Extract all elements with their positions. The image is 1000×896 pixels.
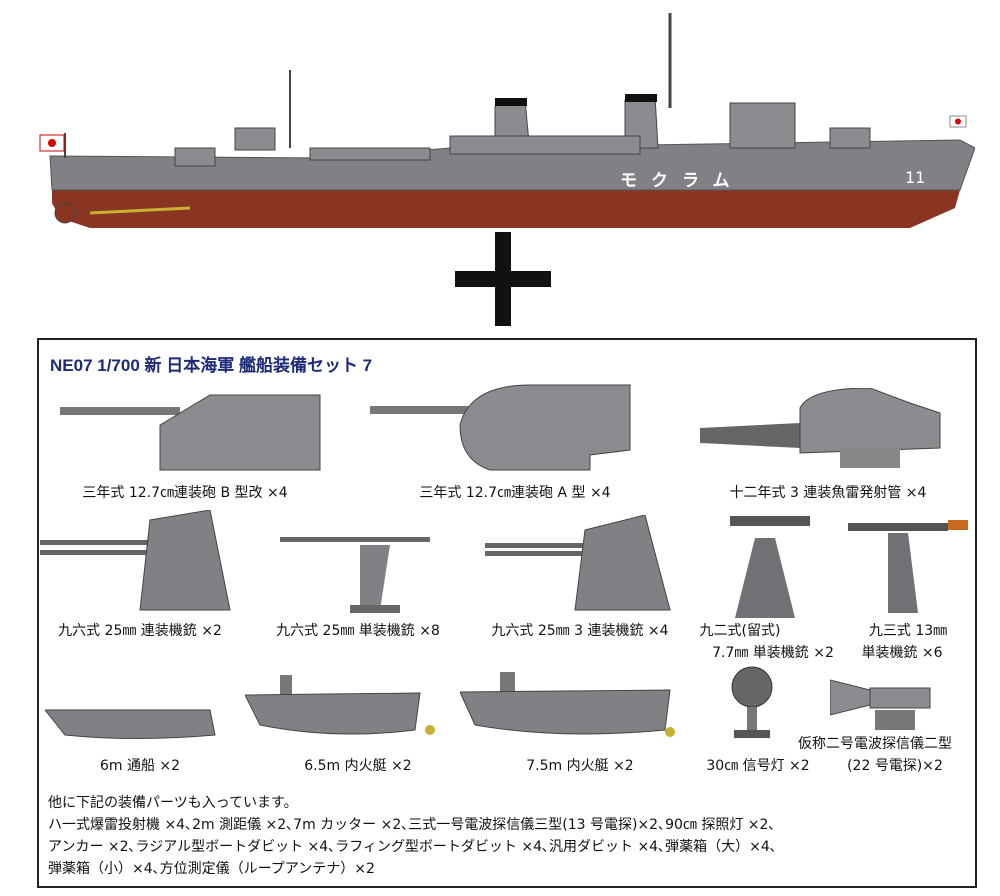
aft-gun-turret-lower <box>174 147 216 167</box>
triple-25mm-mg-image <box>485 515 671 611</box>
part-label: 6m 通船 ×2 <box>99 758 181 774</box>
equipment-set-panel <box>37 338 977 888</box>
part-label: 仮称二号電波探信儀二型 <box>798 736 952 752</box>
additional-parts-notes: 他に下記の装備パーツも入っています。 ハ一式爆雷投射機 ×4､2m 測距儀 ×2… <box>48 792 777 880</box>
part-label: 6.5m 内火艇 ×2 <box>304 758 412 774</box>
part-label: 九三式 13㎜ <box>868 623 948 639</box>
lower-hull <box>52 190 960 228</box>
forward-gun-turret <box>829 127 871 149</box>
naval-ensign-sun <box>48 139 56 147</box>
part-label: 十二年式 3 連装魚雷発射管 ×4 <box>729 485 927 501</box>
part-label: 単装機銃 ×6 <box>861 645 943 661</box>
propeller-shaft <box>89 206 191 215</box>
triple-torpedo-tube-image <box>700 388 941 468</box>
part-label: 九六式 25㎜ 3 連装機銃 ×4 <box>491 623 669 639</box>
part-label: 九二式(留式) <box>699 623 781 639</box>
part-label: 30㎝ 信号灯 ×2 <box>706 758 810 774</box>
notes-line: 他に下記の装備パーツも入っています。 <box>48 795 298 811</box>
7-5m-motor-launch-image <box>460 672 675 737</box>
aft-gun-turret-upper <box>234 127 276 151</box>
part-label: 九六式 25㎜ 単装機銃 ×8 <box>276 623 440 639</box>
twin-gun-turret-type-b-image <box>60 394 321 471</box>
jack-flag-sun <box>955 118 961 125</box>
notes-line: アンカー ×2､ラジアル型ボートダビット ×4､ラフィング型ボートダビット ×4… <box>48 839 777 855</box>
rudder <box>54 202 76 224</box>
type22-radar-image <box>830 679 931 730</box>
part-label: 三年式 12.7㎝連装砲 A 型 ×4 <box>419 485 611 501</box>
twin-gun-turret-type-a-image <box>370 384 631 471</box>
forward-funnel-cap <box>625 94 657 102</box>
part-label: 九六式 25㎜ 連装機銃 ×2 <box>58 623 222 639</box>
6m-boat-image <box>45 709 216 739</box>
aft-funnel-cap <box>495 98 527 106</box>
superstructure <box>449 135 641 155</box>
plus-sign <box>455 232 551 326</box>
type92-7-7mm-mg-image <box>730 516 810 618</box>
type93-13mm-mg-image <box>848 520 968 613</box>
ship-name-on-hull: モクラム <box>620 171 744 191</box>
notes-line: 弾薬箱（小）×4､方位測定儀（ループアンテナ）×2 <box>48 861 375 877</box>
set-title: NE07 1/700 新 日本海軍 艦船装備セット 7 <box>50 356 373 375</box>
6-5m-motor-launch-image <box>245 675 435 735</box>
single-25mm-mg-image <box>280 537 430 613</box>
notes-line: ハ一式爆雷投射機 ×4､2m 測距儀 ×2､7m カッター ×2､三式一号電波探… <box>48 817 776 833</box>
bridge <box>729 102 796 149</box>
part-label: 7.5m 内火艇 ×2 <box>526 758 634 774</box>
part-label: 三年式 12.7㎝連装砲 B 型改 ×4 <box>82 485 288 501</box>
hull-number: 11 <box>905 168 925 187</box>
part-label: 7.7㎜ 単装機銃 ×2 <box>712 645 834 661</box>
destroyer-side-view: モクラム 11 <box>39 13 975 228</box>
twin-25mm-mg-image <box>40 510 231 611</box>
torpedo-tubes <box>309 147 431 161</box>
30cm-signal-lamp-image <box>731 666 773 738</box>
part-label: (22 号電探)×2 <box>847 758 943 774</box>
